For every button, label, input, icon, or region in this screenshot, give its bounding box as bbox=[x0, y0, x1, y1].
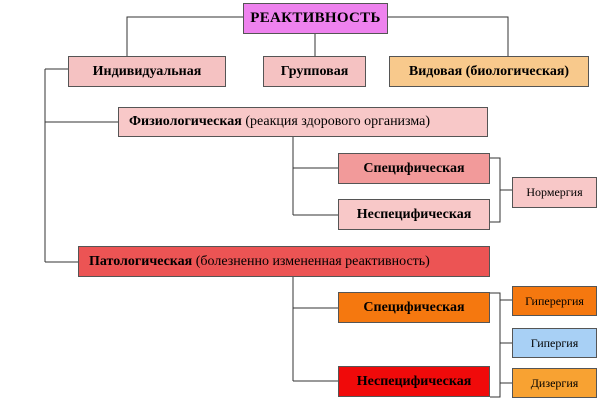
physiological-box: Физиологическая (реакция здорового орган… bbox=[118, 107, 488, 137]
normergy-box: Нормергия bbox=[512, 177, 597, 208]
hyperergy-label: Гиперергия bbox=[525, 293, 584, 308]
hypergy-box: Гипергия bbox=[512, 328, 597, 358]
normergy-label: Нормергия bbox=[526, 185, 583, 199]
group-box: Групповая bbox=[263, 56, 366, 87]
dysergy-box: Дизергия bbox=[512, 368, 597, 398]
pathological-title: Патологическая bbox=[89, 253, 193, 269]
phys-nonspecific-box: Неспецифическая bbox=[338, 199, 490, 230]
individual-box: Индивидуальная bbox=[68, 56, 226, 87]
physiological-note: (реакция здорового организма) bbox=[245, 114, 431, 129]
physiological-title: Физиологическая bbox=[129, 114, 242, 129]
phys-specific-box: Специфическая bbox=[338, 153, 490, 184]
species-box: Видовая (биологическая) bbox=[389, 56, 589, 87]
root-box: РЕАКТИВНОСТЬ bbox=[243, 3, 388, 34]
dysergy-label: Дизергия bbox=[530, 375, 579, 390]
group-label: Групповая bbox=[280, 63, 349, 79]
pathological-box: Патологическая (болезненно измененная ре… bbox=[78, 246, 490, 277]
phys-nonspecific-label: Неспецифическая bbox=[356, 206, 472, 222]
hypergy-label: Гипергия bbox=[530, 335, 579, 350]
species-label: Видовая (биологическая) bbox=[408, 63, 570, 79]
path-specific-box: Специфическая bbox=[338, 292, 490, 323]
pathological-note: (болезненно измененная реактивность) bbox=[195, 253, 430, 269]
path-specific-label: Специфическая bbox=[363, 299, 465, 315]
hyperergy-box: Гиперергия bbox=[512, 286, 597, 316]
phys-specific-label: Специфическая bbox=[363, 160, 465, 176]
path-nonspecific-label: Неспецифическая bbox=[356, 373, 472, 389]
individual-label: Индивидуальная bbox=[92, 63, 202, 79]
path-nonspecific-box: Неспецифическая bbox=[338, 366, 490, 397]
root-label: РЕАКТИВНОСТЬ bbox=[250, 10, 381, 26]
